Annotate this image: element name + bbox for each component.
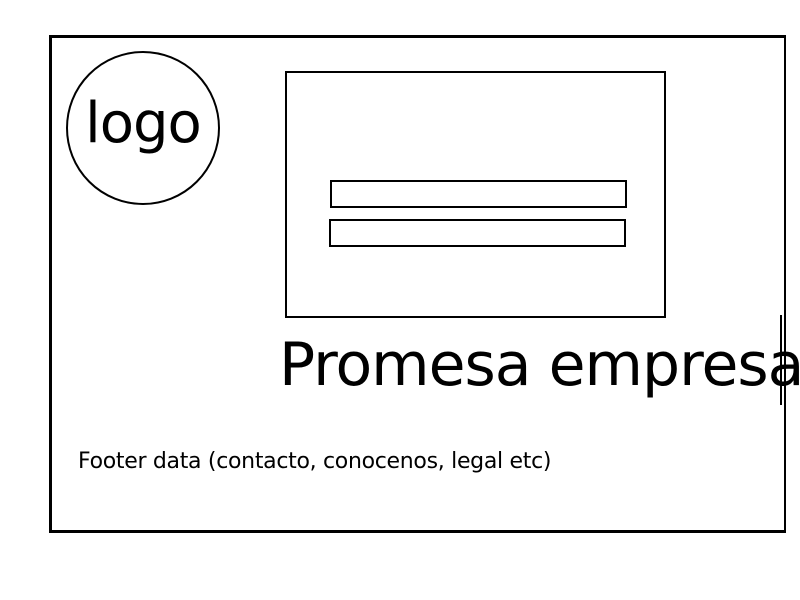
first-input-field[interactable] bbox=[330, 180, 627, 208]
logo[interactable]: logo bbox=[66, 51, 220, 205]
page-frame bbox=[49, 35, 786, 533]
second-input-field[interactable] bbox=[329, 219, 626, 247]
footer-text: Footer data (contacto, conocenos, legal … bbox=[78, 449, 552, 474]
company-promise-text: Promesa empresa bbox=[279, 330, 800, 400]
login-panel bbox=[285, 71, 666, 318]
logo-label: logo bbox=[85, 91, 202, 156]
vertical-edge-line bbox=[780, 315, 782, 405]
